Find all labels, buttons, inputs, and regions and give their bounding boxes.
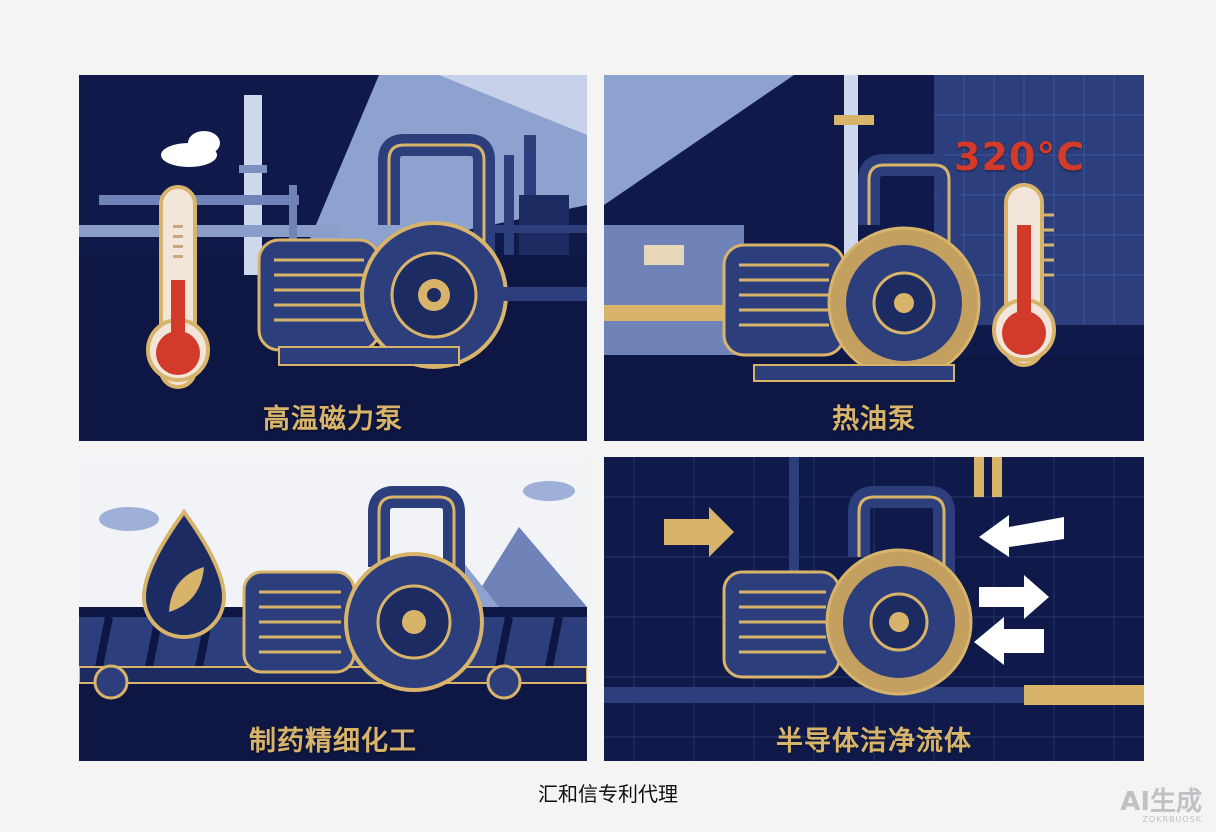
panel-1-label: 高温磁力泵 [263,404,403,435]
panel-hot-oil-pump: 320°C 热油泵 [604,75,1144,441]
pump-icon [722,486,973,696]
cloud-icon [161,131,220,167]
arrow-left-icon [979,515,1064,557]
arrow-left-icon [974,617,1044,665]
panel-semiconductor-clean-fluid: 半导体洁净流体 [604,457,1144,761]
thermometer-icon [146,185,210,389]
panel-pharma-fine-chemicals: 制药精细化工 [79,457,587,761]
panel-3-illustration [79,457,587,761]
temperature-readout: 320°C [954,135,1086,179]
panel-high-temp-magnetic-pump: 高温磁力泵 [79,75,587,441]
factory-silhouette [79,95,587,275]
pump-icon [722,154,981,382]
pump-icon [257,134,587,369]
footer-caption: 汇和信专利代理 [538,782,678,806]
panel-2-illustration [604,75,1144,441]
watermark-main: AI生成 [1120,787,1202,817]
ai-generated-watermark: AI生成 ZOKRBUOSK [1120,789,1202,824]
leaf-drop-icon [141,508,227,639]
panel-1-illustration [79,75,587,441]
arrow-right-icon [664,507,734,557]
panel-4-label: 半导体洁净流体 [776,726,972,757]
arrow-right-icon [979,575,1049,619]
watermark-sub: ZOKRBUOSK [1142,815,1202,824]
panel-4-illustration [604,457,1144,761]
panel-3-label: 制药精细化工 [249,726,417,757]
pump-icon [242,486,484,692]
panel-2-label: 热油泵 [832,404,916,435]
thermometer-icon [992,183,1056,367]
